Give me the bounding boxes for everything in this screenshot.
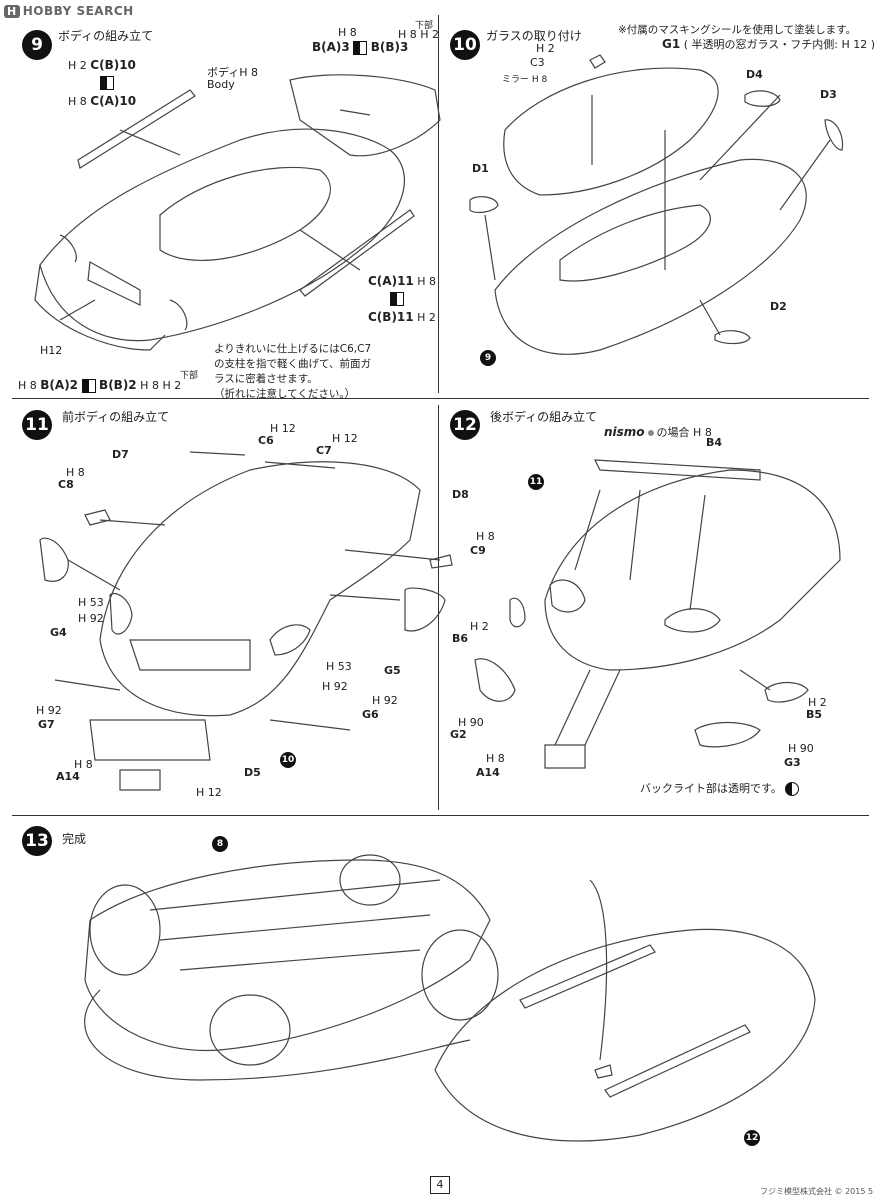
label-a14: A14	[56, 770, 80, 783]
paint-mix-icon	[81, 379, 96, 393]
step13-drawing	[84, 854, 816, 1142]
ref-step-10: 10	[280, 752, 296, 768]
label-ba3-bb3: B(A)3 B(B)3	[312, 40, 409, 55]
label-d7: D7	[112, 448, 129, 461]
label-b4: B4	[706, 436, 723, 449]
label-g3: G3	[784, 756, 801, 769]
logo-badge-icon: H	[4, 5, 20, 18]
label-h8-c8: H 8	[66, 466, 85, 479]
label-c9: C9	[470, 544, 486, 557]
step-number-9: 9	[22, 30, 52, 60]
ref-step-8: 8	[212, 836, 228, 852]
step-title-11: 前ボディの組み立て	[62, 410, 170, 424]
ref-step-9: 9	[480, 350, 496, 366]
label-under-top: 下部	[415, 21, 434, 31]
step-number-13: 13	[22, 826, 52, 856]
label-body-jp: ボディH 8	[207, 66, 259, 79]
ref-step-11: 11	[528, 474, 544, 490]
page-number: 4	[430, 1176, 450, 1194]
step-title-9: ボディの組み立て	[58, 29, 154, 43]
label-d3: D3	[820, 88, 837, 101]
label-cb11: C(B)11 H 2	[368, 310, 436, 324]
label-body-en: Body	[207, 78, 235, 91]
label-h12-c6: H 12	[270, 422, 296, 435]
step-title-10: ガラスの取り付け	[486, 29, 582, 43]
step-number-10: 10	[450, 30, 480, 60]
paint-mix-icon	[100, 76, 114, 90]
label-g5: G5	[384, 664, 401, 677]
label-h12-d5: H 12	[196, 786, 222, 799]
label-h12: H12	[40, 344, 63, 357]
step11-body-drawing	[39, 451, 453, 791]
label-d5: D5	[244, 766, 261, 779]
label-h8-c9: H 8	[476, 530, 495, 543]
label-g6: G6	[362, 708, 379, 721]
label-under-bottom: 下部	[180, 371, 199, 381]
clear-paint-icon	[785, 782, 800, 796]
nismo-dot-icon	[647, 430, 654, 436]
label-g7: G7	[38, 718, 55, 731]
paint-mix-icon	[390, 292, 404, 306]
footer-copyright: フジミ模型株式会社 © 2015 5	[760, 1187, 874, 1196]
label-d8: D8	[452, 488, 469, 501]
label-h8-a14-rear: H 8	[486, 752, 505, 765]
label-h2-b6: H 2	[470, 620, 489, 633]
label-d1: D1	[472, 162, 489, 175]
masking-note: ※付属のマスキングシールを使用して塗装します。	[618, 24, 857, 36]
step-title-13: 完成	[62, 832, 87, 846]
label-h53-right: H 53	[326, 660, 352, 673]
label-h2-cb10: H 2 C(B)10	[68, 58, 136, 72]
step-number-12: 12	[450, 410, 480, 440]
label-h90-g3: H 90	[788, 742, 814, 755]
step10-body-drawing	[469, 54, 844, 355]
label-ca11: C(A)11 H 8	[368, 274, 437, 288]
label-h12-c7: H 12	[332, 432, 358, 445]
step9-body-drawing	[34, 74, 441, 351]
label-h8-h2-top: H 8 H 2	[398, 28, 440, 41]
label-h8-top: H 8	[338, 26, 357, 39]
backlight-note: バックライト部は透明です。	[640, 780, 800, 796]
label-g4: G4	[50, 626, 67, 639]
divider-row1	[12, 398, 869, 399]
paint-mix-icon	[353, 41, 368, 55]
label-d2: D2	[770, 300, 787, 313]
label-g1: G1 ( 半透明の窓ガラス・フチ内側: H 12 )	[662, 37, 876, 51]
label-h2-c3: H 2	[536, 42, 555, 55]
step-number-11: 11	[22, 410, 52, 440]
label-b6: B6	[452, 632, 469, 645]
label-c6: C6	[258, 434, 274, 447]
label-c3: C3	[530, 56, 545, 69]
divider-col1	[438, 15, 439, 393]
label-h53-left: H 53	[78, 596, 104, 609]
label-h92-g7: H 92	[36, 704, 62, 717]
label-c7: C7	[316, 444, 332, 457]
label-h92-left: H 92	[78, 612, 104, 625]
label-c8: C8	[58, 478, 74, 491]
label-b5: B5	[806, 708, 823, 721]
label-h8-a14: H 8	[74, 758, 93, 771]
label-d4: D4	[746, 68, 763, 81]
label-g2: G2	[450, 728, 467, 741]
ref-step-12: 12	[744, 1130, 760, 1146]
label-mirror: ミラー H 8	[502, 75, 548, 85]
label-a14-rear: A14	[476, 766, 500, 779]
label-ba2-bb2: H 8 B(A)2 B(B)2 H 8 H 2	[18, 378, 182, 393]
label-h92-right: H 92	[322, 680, 348, 693]
label-h8-ca10: H 8 C(A)10	[68, 94, 137, 108]
divider-col2	[438, 405, 439, 810]
step-title-12: 後ボディの組み立て	[490, 410, 598, 424]
label-h92-g6: H 92	[372, 694, 398, 707]
label-h90-g2: H 90	[458, 716, 484, 729]
note-c6-c7: よりきれいに仕上げるにはC6,C7 の支柱を指で軽く曲げて、前面ガ ラスに密着さ…	[214, 343, 372, 400]
divider-row2	[12, 815, 869, 816]
label-h2-b5: H 2	[808, 696, 827, 709]
step12-body-drawing	[474, 459, 841, 769]
